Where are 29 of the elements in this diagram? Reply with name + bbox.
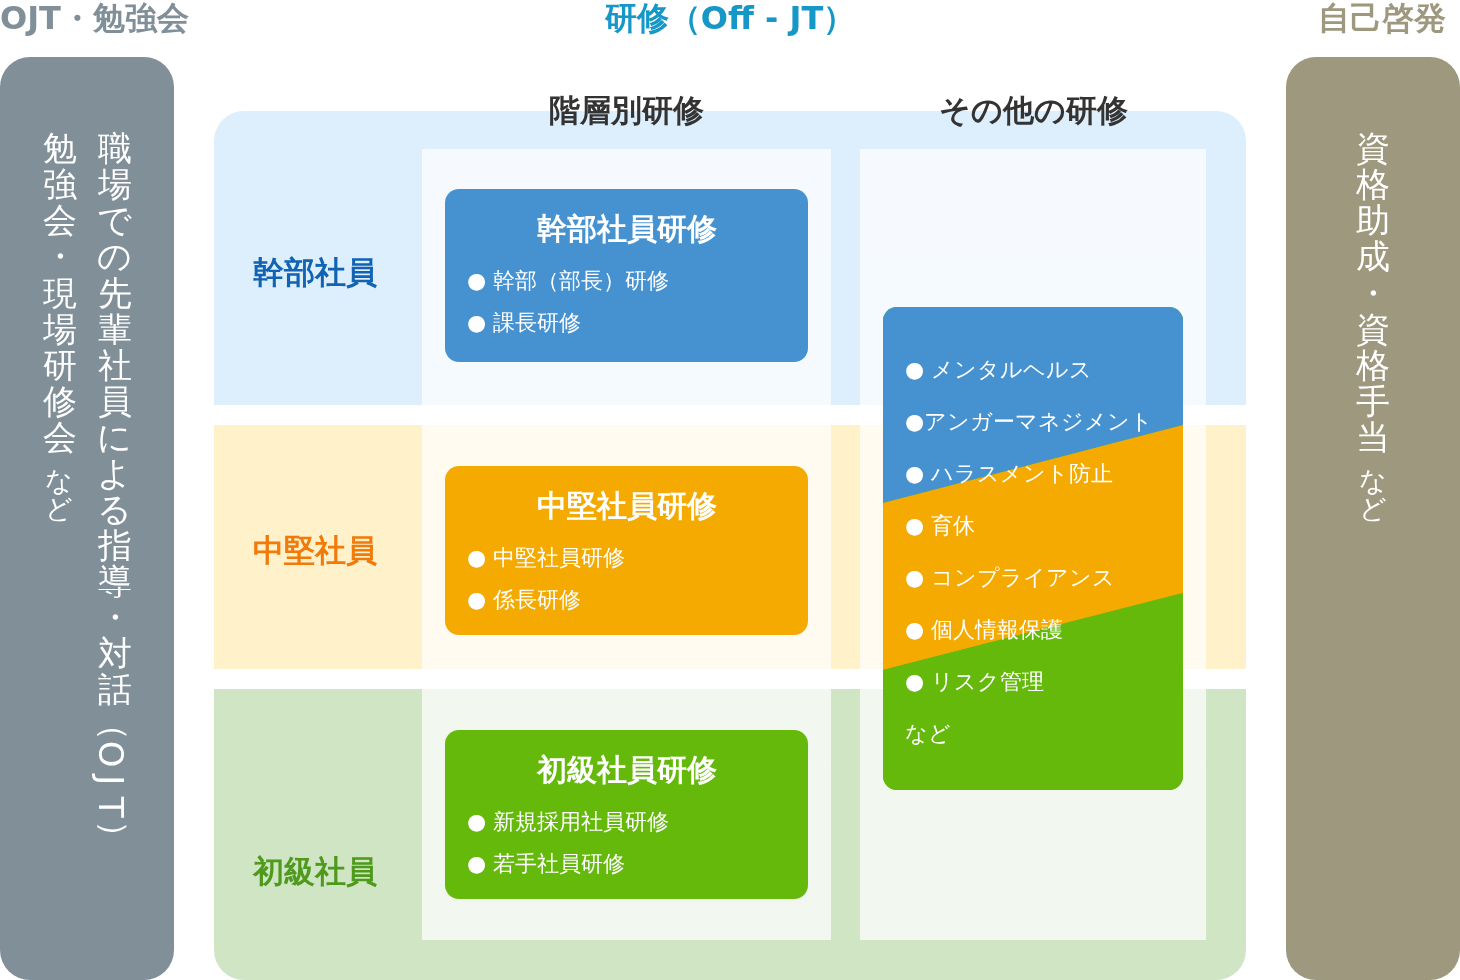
list-item: ● コンプライアンス (905, 564, 1116, 592)
panel-text: など (44, 464, 75, 527)
list-item: ● リスク管理 (905, 668, 1045, 696)
section-heading: 研修（Off - JT） (604, 0, 856, 36)
column-heading: その他の研修 (938, 92, 1128, 128)
panel-text: 勉強会・現場研修会 (41, 127, 78, 459)
list-item: ● 課長研修 (467, 309, 582, 337)
list-item: ● 中堅社員研修 (467, 544, 626, 572)
row-label: 幹部社員 (253, 254, 377, 290)
list-item: ● メンタルヘルス (905, 356, 1093, 384)
card-title: 中堅社員研修 (536, 487, 717, 525)
list-item: ● 係長研修 (467, 586, 582, 614)
list-item: ● 新規採用社員研修 (467, 808, 670, 836)
list-item: など (905, 720, 951, 748)
column-heading: 階層別研修 (549, 92, 704, 128)
panel-heading: 自己啓発 (1318, 0, 1446, 36)
row-label: 中堅社員 (253, 532, 377, 568)
panel-text: 資格助成・資格手当 (1355, 127, 1391, 459)
card-title: 幹部社員研修 (536, 210, 717, 248)
list-item: ● 幹部（部長）研修 (467, 267, 670, 295)
card-title: 初級社員研修 (536, 751, 717, 789)
list-item: ●アンガーマネジメント (905, 408, 1154, 436)
list-item: ● 若手社員研修 (467, 850, 626, 878)
training-card (883, 307, 1183, 790)
panel-text: 職場での先輩社員による指導・対話（OJT） (90, 127, 136, 857)
panel-text: など (1358, 464, 1388, 527)
panel-heading: OJT・勉強会 (0, 0, 189, 36)
list-item: ● 育休 (905, 512, 976, 540)
row-label: 初級社員 (253, 853, 377, 889)
